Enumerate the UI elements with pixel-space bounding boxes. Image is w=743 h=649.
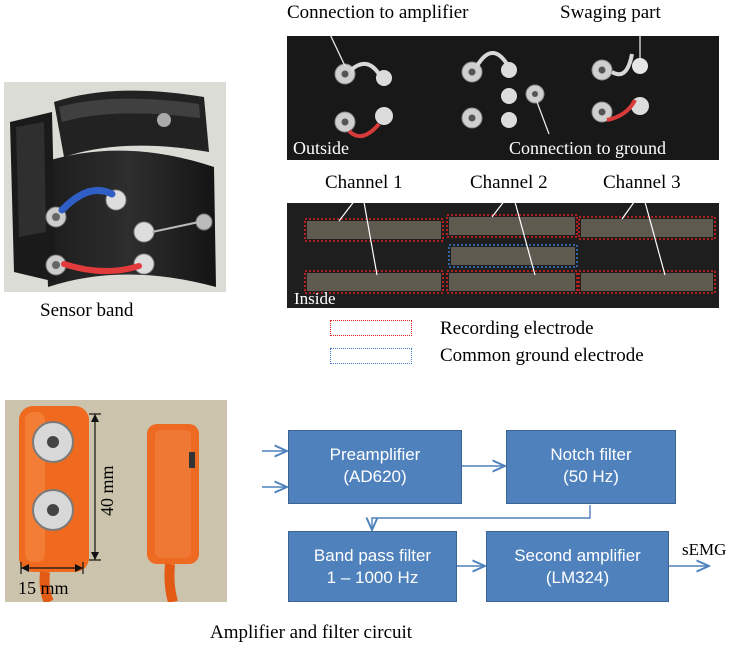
amplifier-photo xyxy=(5,400,227,602)
bandpass-filter-title: Band pass filter xyxy=(313,546,432,565)
notch-filter-box: Notch filter (50 Hz) xyxy=(506,430,676,504)
inside-electrodes-illustration xyxy=(287,203,719,308)
legend-recording-label: Recording electrode xyxy=(440,318,594,339)
bandpass-filter-range: 1 – 1000 Hz xyxy=(326,568,419,587)
label-outside: Outside xyxy=(293,138,349,158)
inside-photo xyxy=(287,203,719,308)
outside-electrodes-illustration xyxy=(287,36,719,160)
notch-filter-freq: (50 Hz) xyxy=(563,467,619,486)
bandpass-filter-box: Band pass filter 1 – 1000 Hz xyxy=(288,531,457,602)
legend-ground-label: Common ground electrode xyxy=(440,345,644,366)
notch-to-bandpass-arrow xyxy=(372,505,591,530)
channel-3-label: Channel 3 xyxy=(603,172,681,193)
outside-photo xyxy=(287,36,719,160)
legend-recording-swatch xyxy=(330,320,412,336)
second-amplifier-box: Second amplifier (LM324) xyxy=(486,531,669,602)
dimension-width-label: 15 mm xyxy=(18,578,69,598)
legend-ground-swatch xyxy=(330,348,412,364)
preamplifier-box: Preamplifier (AD620) xyxy=(288,430,462,504)
label-connection-ground: Connection to ground xyxy=(509,138,666,158)
outside-electrode-group-2 xyxy=(461,51,545,129)
second-amplifier-title: Second amplifier xyxy=(514,546,641,565)
preamplifier-part: (AD620) xyxy=(343,467,407,486)
outside-electrode-group-1 xyxy=(334,62,393,139)
channel-1-label: Channel 1 xyxy=(325,172,403,193)
label-connection-amplifier: Connection to amplifier xyxy=(287,2,469,23)
outside-electrode-group-3 xyxy=(591,53,649,123)
amplifier-illustration xyxy=(5,400,227,602)
channel-2-label: Channel 2 xyxy=(470,172,548,193)
sensor-band-photo xyxy=(4,82,226,292)
amplifier-caption: Amplifier and filter circuit xyxy=(210,622,413,643)
notch-filter-title: Notch filter xyxy=(550,445,632,464)
preamplifier-title: Preamplifier xyxy=(329,445,421,464)
output-label-semg: sEMG xyxy=(682,540,727,559)
label-inside: Inside xyxy=(294,289,336,308)
second-amplifier-part: (LM324) xyxy=(545,568,610,587)
sensor-band-illustration xyxy=(4,82,226,292)
label-swaging-part: Swaging part xyxy=(560,2,661,23)
sensor-band-caption: Sensor band xyxy=(40,300,134,321)
